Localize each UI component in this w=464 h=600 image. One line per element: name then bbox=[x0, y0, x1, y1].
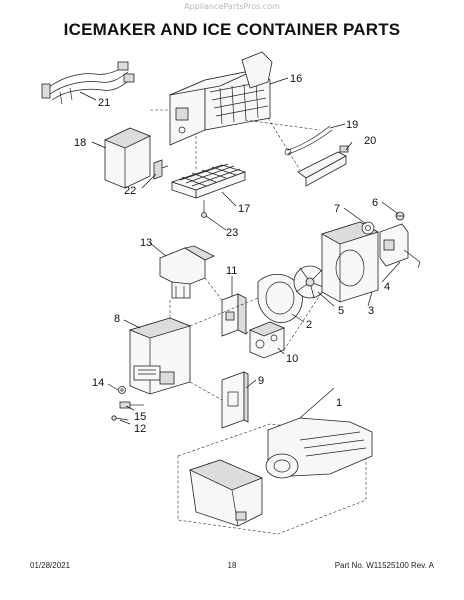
part-11-switch bbox=[221, 293, 247, 337]
callout-7: 7 bbox=[334, 203, 340, 215]
callout-18: 18 bbox=[74, 137, 86, 149]
callout-19: 19 bbox=[346, 119, 358, 131]
part-13-duct bbox=[159, 245, 215, 299]
part-1-ice-container bbox=[177, 417, 373, 535]
callout-14: 14 bbox=[92, 377, 104, 389]
part-14-washer bbox=[118, 386, 126, 394]
callout-16: 16 bbox=[290, 73, 302, 85]
callout-6: 6 bbox=[372, 197, 378, 209]
part-9-panel bbox=[221, 371, 249, 429]
callout-20: 20 bbox=[364, 135, 376, 147]
part-15-connector bbox=[119, 401, 144, 409]
part-12-screw bbox=[111, 415, 129, 421]
callout-17: 17 bbox=[238, 203, 250, 215]
callout-10: 10 bbox=[286, 353, 298, 365]
part-22-clip bbox=[153, 159, 169, 180]
part-2-shroud bbox=[257, 274, 303, 324]
callout-11: 11 bbox=[226, 265, 237, 277]
part-23-screw bbox=[201, 200, 207, 218]
callout-8: 8 bbox=[114, 313, 120, 325]
part-18-cover bbox=[104, 127, 151, 189]
footer-part-number: Part No. W11525100 Rev. A bbox=[334, 561, 434, 570]
callout-1: 1 bbox=[336, 397, 342, 409]
callout-3: 3 bbox=[368, 305, 374, 317]
part-10-motor bbox=[248, 321, 286, 359]
callout-22: 22 bbox=[124, 185, 136, 197]
part-16-icemaker bbox=[169, 51, 273, 146]
callout-4: 4 bbox=[384, 281, 390, 293]
callout-labels: 21 16 18 19 20 22 17 23 7 6 13 11 4 3 5 … bbox=[74, 73, 390, 435]
part-5-fan-blade bbox=[293, 265, 327, 299]
part-4-motor bbox=[379, 223, 421, 269]
leader-lines bbox=[79, 77, 401, 425]
watermark: AppliancePartsPros.com bbox=[184, 2, 280, 11]
part-20-thermistor-cover bbox=[297, 145, 349, 187]
part-7-bushing bbox=[361, 221, 375, 235]
part-21-wire-harness bbox=[41, 61, 135, 105]
footer-page-number: 18 bbox=[227, 561, 237, 570]
part-17-ice-mold bbox=[170, 163, 247, 199]
callout-5: 5 bbox=[338, 305, 344, 317]
callout-12: 12 bbox=[134, 423, 146, 435]
page-title: ICEMAKER AND ICE CONTAINER PARTS bbox=[63, 20, 401, 39]
callout-2: 2 bbox=[306, 319, 312, 331]
callout-21: 21 bbox=[98, 97, 110, 109]
footer-date: 01/28/2021 bbox=[30, 561, 71, 570]
part-19-bracket bbox=[284, 125, 333, 156]
callout-13: 13 bbox=[140, 237, 152, 249]
callout-15: 15 bbox=[134, 411, 146, 423]
part-8-housing bbox=[128, 317, 192, 395]
callout-9: 9 bbox=[258, 375, 264, 387]
callout-23: 23 bbox=[226, 227, 238, 239]
